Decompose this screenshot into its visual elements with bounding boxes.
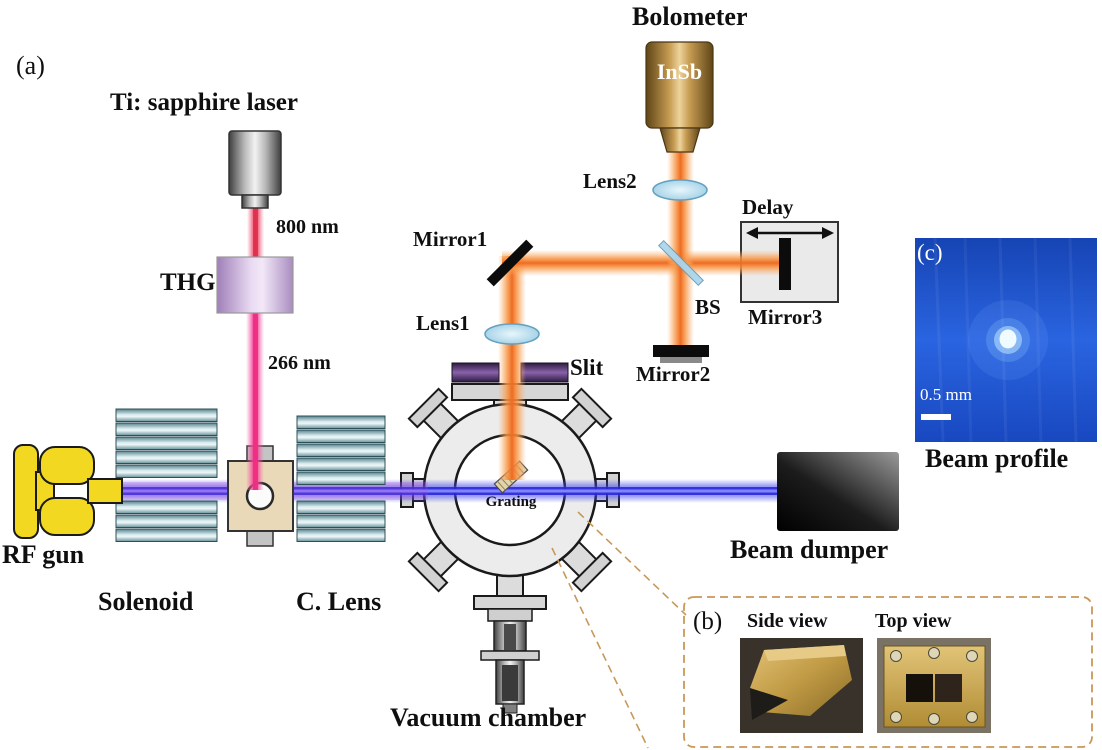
panel-a-label: (a) xyxy=(16,51,45,80)
grating-side-view-photo xyxy=(740,638,863,733)
electron-beam xyxy=(98,479,792,503)
solenoid xyxy=(115,408,218,542)
grating-top-view-photo xyxy=(877,638,991,733)
rf-gun xyxy=(13,444,123,539)
beam-splitter xyxy=(658,240,704,286)
panel-b-box xyxy=(683,596,1093,748)
delay-label: Delay xyxy=(742,195,794,219)
lens1-label: Lens1 xyxy=(416,311,470,335)
beam-dumper-label: Beam dumper xyxy=(730,535,889,564)
grating-label: Grating xyxy=(485,494,537,510)
insb-label: InSb xyxy=(656,59,703,84)
mirror3-label: Mirror3 xyxy=(748,305,823,329)
callout-dashed-lines xyxy=(551,511,687,749)
beam-profile-image xyxy=(915,237,1097,443)
beam-dumper xyxy=(777,452,899,531)
ti-sapphire-laser xyxy=(228,130,282,209)
mirror1 xyxy=(486,239,534,287)
laser-label: Ti: sapphire laser xyxy=(110,89,298,116)
wavelength-266nm-label: 266 nm xyxy=(268,352,331,374)
mirror3 xyxy=(779,238,791,290)
thg-box xyxy=(216,256,294,314)
thg-label: THG xyxy=(160,269,216,296)
bs-label: BS xyxy=(695,295,721,319)
panel-c-label: (c) xyxy=(917,240,943,265)
top-view-label: Top view xyxy=(875,610,952,632)
wavelength-800nm-label: 800 nm xyxy=(276,216,339,238)
chamber-bottom-actuator xyxy=(473,595,547,714)
lens1 xyxy=(484,323,540,345)
ir-beam-800nm xyxy=(247,199,264,259)
beam-profile-label: Beam profile xyxy=(925,444,1069,473)
slit-blade-left xyxy=(451,362,500,383)
thz-beam xyxy=(498,146,787,480)
bolometer xyxy=(645,41,714,153)
condenser-lens-label: C. Lens xyxy=(296,587,382,616)
beam-spot xyxy=(999,329,1017,349)
uv-beam-266nm xyxy=(246,313,264,490)
vacuum-chamber-label: Vacuum chamber xyxy=(390,703,587,732)
lens2-label: Lens2 xyxy=(583,169,637,193)
mirror2-label: Mirror2 xyxy=(636,362,711,386)
scale-bar-label: 0.5 mm xyxy=(920,385,972,404)
lens2 xyxy=(652,179,708,201)
panel-b-label: (b) xyxy=(693,608,723,635)
solenoid-label: Solenoid xyxy=(98,587,194,616)
bolometer-label: Bolometer xyxy=(632,2,748,31)
thz-beam-bs-to-bolometer xyxy=(667,146,694,264)
scale-bar xyxy=(921,414,951,420)
side-view-label: Side view xyxy=(747,610,828,632)
delay-arrow xyxy=(746,227,834,239)
mirror2 xyxy=(653,345,709,363)
thz-beam-grating-to-mirror1 xyxy=(498,256,526,480)
condenser-lens xyxy=(296,415,386,542)
rf-gun-label: RF gun xyxy=(2,540,85,569)
mirror1-label: Mirror1 xyxy=(413,227,488,251)
thz-beam-mirror1-to-mirror3 xyxy=(502,250,787,276)
slit-label: Slit xyxy=(570,355,604,380)
slit-blade-right xyxy=(520,362,569,383)
